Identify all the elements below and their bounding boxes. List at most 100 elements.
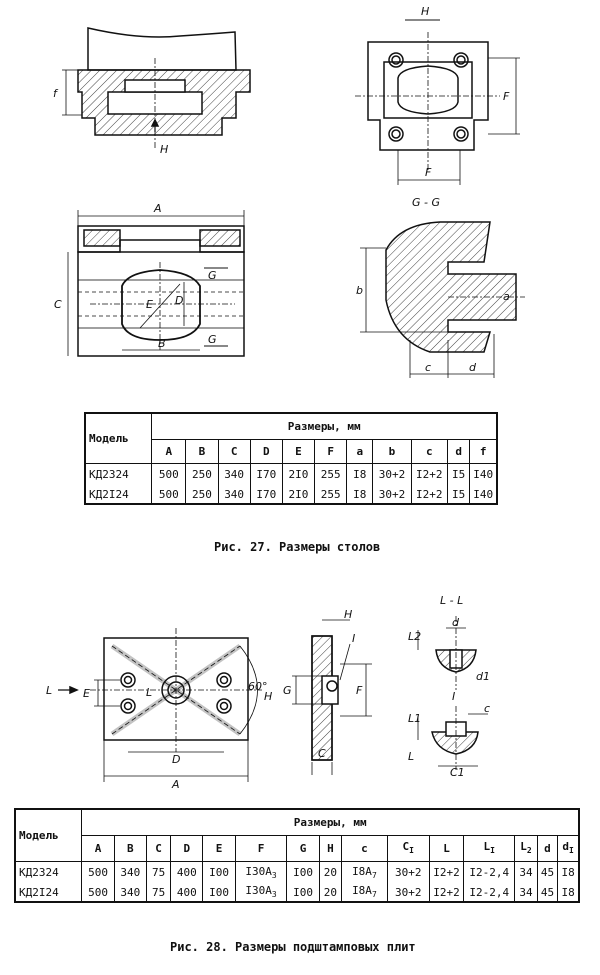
label-a-28: A <box>171 778 180 791</box>
caption-fig28: Рис. 28. Размеры подштамповых плит <box>170 940 416 954</box>
value-cell: I40 <box>469 485 498 505</box>
column-header: d <box>536 834 559 862</box>
value-cell: I00 <box>286 861 320 883</box>
value-cell: I2+2 <box>428 861 465 883</box>
label-d1: d1 <box>476 670 490 683</box>
label-l-inner: L <box>146 686 152 699</box>
value-cell: I5 <box>446 463 471 485</box>
value-cell: 340 <box>113 861 147 883</box>
label-b: B <box>158 337 166 350</box>
column-header: c <box>410 438 448 464</box>
value-cell: I2-2,4 <box>463 861 516 883</box>
label-f-right: F <box>503 90 510 103</box>
label-d-small: d <box>469 361 477 374</box>
value-cell: 500 <box>151 463 187 485</box>
column-header: E <box>281 438 316 464</box>
column-header: A <box>81 834 115 862</box>
value-subscript: 3 <box>271 890 277 900</box>
value-cell: I2+2 <box>410 485 448 505</box>
column-header: a <box>346 438 374 464</box>
value-cell: I70 <box>249 463 283 485</box>
value-cell: 400 <box>170 861 204 883</box>
value-cell: I00 <box>202 883 236 903</box>
label-l: L <box>46 684 52 697</box>
model-cell: КД2I24 <box>14 883 83 903</box>
label-e: E <box>146 298 153 311</box>
value-cell: I00 <box>286 883 320 903</box>
label-b-small: b <box>356 284 363 297</box>
column-header: C <box>145 834 172 862</box>
value-cell: 30+2 <box>386 861 430 883</box>
column-header: d <box>446 438 471 464</box>
value-cell: 340 <box>113 883 147 903</box>
size-header-28: Размеры, мм <box>81 808 580 836</box>
size-header: Размеры, мм <box>151 412 498 440</box>
column-subscript: I <box>569 846 574 856</box>
label-c-28: C <box>318 747 326 760</box>
column-subscript: 2 <box>526 846 532 856</box>
column-header: L <box>428 834 465 862</box>
value-cell: 255 <box>314 485 348 505</box>
column-header: C <box>217 438 251 464</box>
value-cell: I40 <box>469 463 498 485</box>
value-cell: 400 <box>170 883 204 903</box>
label-l1b: L1 <box>408 712 421 725</box>
label-angle: 60° <box>248 680 268 693</box>
value-cell: 30+2 <box>372 463 412 485</box>
column-header: G <box>286 834 320 862</box>
column-header: E <box>202 834 236 862</box>
caption-fig27: Рис. 27. Размеры столов <box>214 540 381 554</box>
label-g2: G <box>208 333 217 346</box>
model-cell: КД2324 <box>84 463 153 485</box>
label-c: C <box>54 298 62 311</box>
value-cell: I70 <box>249 485 283 505</box>
table-plan-view <box>355 19 520 185</box>
label-c-detail: c <box>484 702 490 715</box>
column-header: H <box>318 834 343 862</box>
value-cell: 20 <box>318 861 343 883</box>
column-header: f <box>469 438 498 464</box>
model-header-28: Модель <box>14 808 83 862</box>
value-subscript: 7 <box>371 870 377 880</box>
label-d-28: D <box>172 753 180 766</box>
label-f: f <box>53 87 59 100</box>
value-cell: I2+2 <box>428 883 465 903</box>
column-header: F <box>314 438 348 464</box>
value-cell: 45 <box>536 861 559 883</box>
column-header: D <box>170 834 204 862</box>
label-l-detail: L <box>408 750 414 763</box>
value-cell: I30А3 <box>234 883 288 903</box>
value-cell: I00 <box>202 861 236 883</box>
label-h-28: H <box>264 690 272 703</box>
value-cell: 75 <box>145 883 172 903</box>
t-slot-section <box>360 221 525 378</box>
label-c1: C1 <box>450 766 465 779</box>
column-header: F <box>234 834 288 862</box>
label-gg: G - G <box>412 196 440 209</box>
value-cell: I2-2,4 <box>463 883 516 903</box>
value-cell: I8А7 <box>341 883 388 903</box>
label-h-top: H <box>421 5 429 18</box>
column-header: B <box>113 834 147 862</box>
value-cell: 340 <box>217 463 251 485</box>
label-l2: L2 <box>408 630 421 643</box>
value-cell: 250 <box>185 463 219 485</box>
column-header: L2 <box>514 834 538 862</box>
column-header: c <box>341 834 388 862</box>
value-cell: I8 <box>557 883 580 903</box>
value-cell: I8 <box>346 463 374 485</box>
value-cell: 340 <box>217 485 251 505</box>
value-cell: I8 <box>557 861 580 883</box>
label-h2-28: H <box>344 608 352 621</box>
label-d-detail: d <box>452 616 460 629</box>
value-cell: I8 <box>346 485 374 505</box>
